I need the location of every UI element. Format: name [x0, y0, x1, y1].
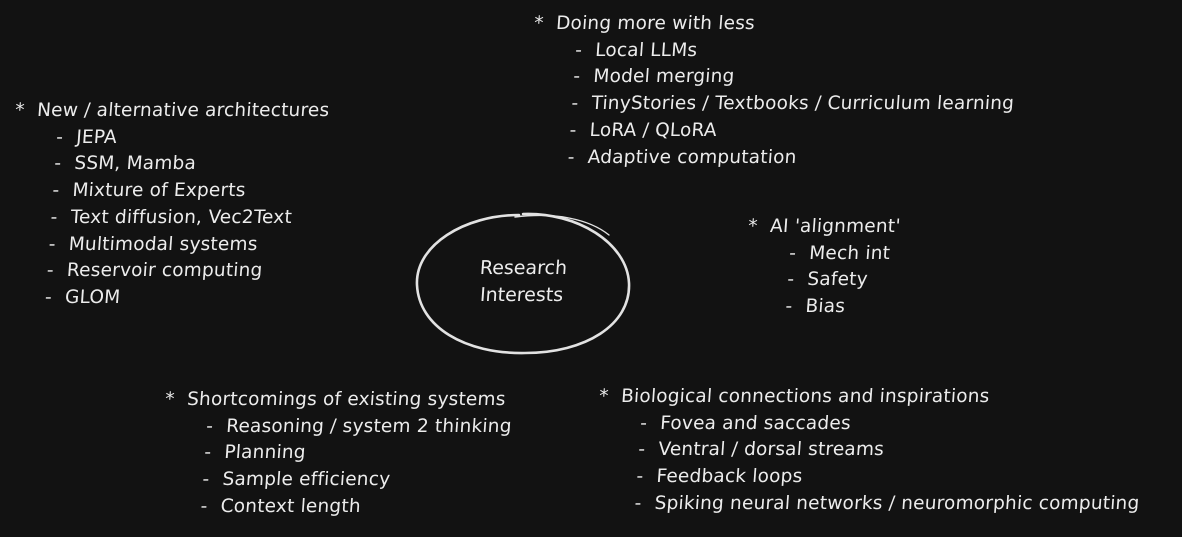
dash-marker: -: [203, 442, 213, 464]
list-item: -LoRA / QLoRA: [526, 118, 1013, 145]
heading-text: AI 'alignment': [769, 216, 902, 237]
item-text: Feedback loops: [655, 466, 804, 488]
list-item: -Context length: [157, 494, 507, 521]
group-heading: * New / alternative architectures: [14, 98, 330, 125]
dash-marker: -: [44, 286, 53, 308]
item-text: Planning: [223, 442, 307, 464]
dash-marker: -: [55, 126, 64, 148]
list-item: -SSM, Mamba: [10, 151, 326, 178]
dash-marker: -: [637, 439, 647, 461]
item-text: Adaptive computation: [587, 146, 798, 168]
item-text: TinyStories / Textbooks / Curriculum lea…: [590, 93, 1015, 115]
item-text: Bias: [804, 296, 846, 318]
dash-marker: -: [788, 242, 797, 264]
group-architectures: *New / alternative architectures -JEPA -…: [1, 98, 330, 312]
item-text: Mixture of Experts: [71, 180, 247, 202]
group-heading: * Doing more with less: [533, 11, 1020, 38]
group-ai-alignment: *AI 'alignment' -Mech int -Safety -Bias: [742, 214, 902, 321]
list-item: -Mixture of Experts: [9, 178, 325, 205]
item-text: SSM, Mamba: [73, 153, 197, 175]
list-item: -Safety: [743, 267, 897, 294]
dash-marker: -: [570, 93, 580, 115]
item-text: LoRA / QLoRA: [588, 119, 718, 141]
group-heading: * Biological connections and inspirations: [598, 384, 1148, 411]
list-item: -Model merging: [529, 64, 1016, 91]
list-item: -JEPA: [12, 125, 328, 152]
list-item: -Planning: [160, 440, 510, 467]
list-item: -Mech int: [745, 241, 899, 268]
heading-text: Biological connections and inspirations: [620, 386, 991, 407]
list-item: -Reservoir computing: [3, 258, 319, 285]
dash-marker: -: [51, 180, 61, 202]
heading-text: New / alternative architectures: [36, 100, 331, 121]
dash-marker: -: [784, 296, 794, 318]
group-shortcomings: *Shortcomings of existing systems -Reaso…: [157, 387, 515, 521]
dash-marker: -: [639, 412, 648, 434]
dash-marker: -: [53, 153, 63, 175]
heading-text: Doing more with less: [555, 13, 756, 34]
item-text: GLOM: [64, 286, 122, 308]
heading-text: Shortcomings of existing systems: [186, 389, 507, 410]
dash-marker: -: [568, 119, 578, 141]
group-biological: * Biological connections and inspirations…: [591, 384, 1148, 518]
list-item: -Multimodal systems: [5, 232, 321, 259]
list-item: -GLOM: [1, 285, 317, 312]
item-text: Sample efficiency: [221, 469, 391, 491]
dash-marker: -: [201, 469, 211, 491]
list-item: -TinyStories / Textbooks / Curriculum le…: [528, 91, 1015, 118]
dash-marker: -: [633, 492, 643, 514]
dash-marker: -: [572, 66, 582, 88]
center-label-line1: Research: [479, 257, 568, 279]
list-item: -Local LLMs: [531, 38, 1018, 65]
dash-marker: -: [205, 415, 214, 437]
list-item: -Ventral / dorsal streams: [594, 437, 1144, 464]
dash-marker: -: [567, 146, 576, 168]
bullet-marker: *: [598, 386, 610, 407]
list-item: -Reasoning / system 2 thinking: [162, 414, 513, 441]
list-item: -Bias: [742, 294, 896, 321]
bullet-marker: *: [14, 100, 26, 121]
center-ellipse: [415, 212, 631, 355]
item-text: Mech int: [808, 242, 891, 264]
list-item: -Feedback loops: [593, 464, 1143, 491]
item-text: Spiking neural networks / neuromorphic c…: [653, 492, 1141, 514]
dash-marker: -: [46, 260, 55, 282]
item-text: Context length: [219, 495, 362, 517]
item-text: Text diffusion, Vec2Text: [69, 206, 293, 228]
item-text: Local LLMs: [594, 39, 699, 61]
center-label-line2: Interests: [479, 284, 564, 306]
dash-marker: -: [574, 39, 583, 61]
item-text: Safety: [806, 269, 869, 291]
group-doing-more-with-less: *Doing more with less -Local LLMs -Model…: [524, 11, 1021, 171]
list-item: -Sample efficiency: [159, 467, 509, 494]
dash-marker: -: [635, 466, 645, 488]
center-node: Research Interests: [448, 255, 597, 309]
dash-marker: -: [786, 269, 796, 291]
item-text: Fovea and saccades: [659, 412, 852, 434]
list-item: -Text diffusion, Vec2Text: [7, 205, 323, 232]
dash-marker: -: [49, 206, 59, 228]
group-heading: * Shortcomings of existing systems: [164, 387, 514, 414]
item-text: Reasoning / system 2 thinking: [225, 415, 513, 437]
item-text: JEPA: [75, 126, 118, 148]
dash-marker: -: [199, 495, 209, 517]
list-item: -Adaptive computation: [524, 145, 1011, 172]
item-text: Reservoir computing: [66, 260, 264, 282]
group-heading: * AI 'alignment': [747, 214, 901, 241]
item-text: Ventral / dorsal streams: [657, 439, 885, 461]
bullet-marker: *: [164, 389, 176, 410]
bullet-marker: *: [533, 13, 545, 34]
item-text: Model merging: [592, 66, 736, 88]
list-item: -Spiking neural networks / neuromorphic …: [591, 491, 1141, 518]
dash-marker: -: [48, 233, 57, 255]
item-text: Multimodal systems: [68, 233, 259, 255]
bullet-marker: *: [747, 216, 759, 237]
list-item: -Fovea and saccades: [596, 411, 1146, 438]
